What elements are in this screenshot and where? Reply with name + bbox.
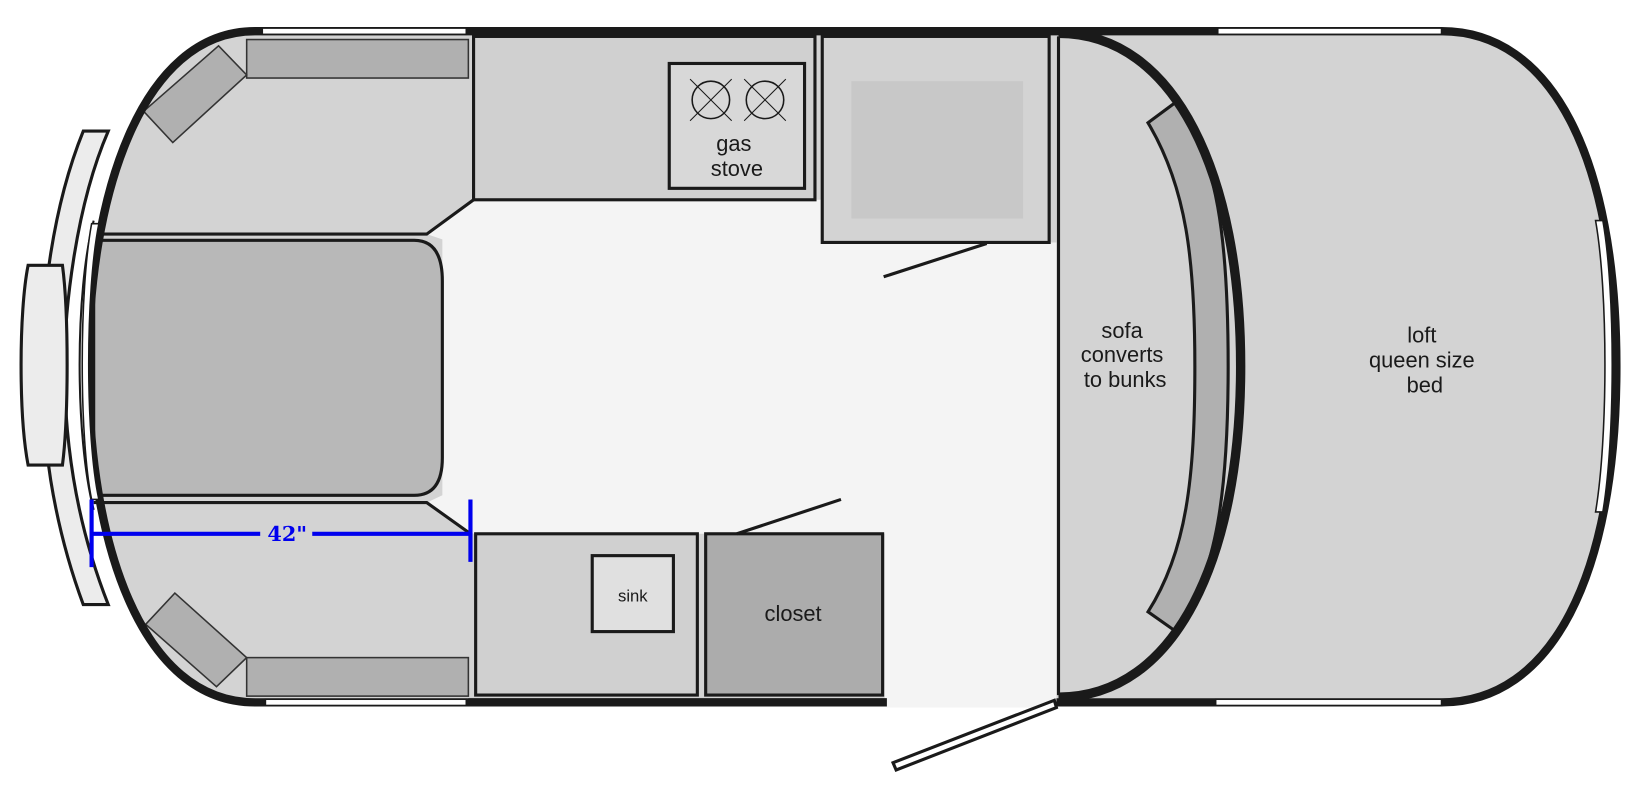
loft-edge bbox=[1058, 28, 1246, 702]
window bbox=[264, 698, 468, 707]
sink bbox=[590, 554, 675, 634]
windows bbox=[81, 27, 1614, 707]
window bbox=[1594, 219, 1614, 513]
closet-label: closet bbox=[765, 601, 822, 626]
closet-door-swing bbox=[736, 497, 842, 536]
entry-door[interactable] bbox=[890, 698, 1059, 772]
cushion-top-corner bbox=[142, 44, 248, 144]
gas-stove bbox=[667, 61, 807, 190]
dinette-bench-bottom bbox=[93, 501, 472, 536]
burner-icon bbox=[689, 78, 733, 122]
cushion-bottom-corner bbox=[144, 592, 248, 688]
fridge-inner bbox=[851, 81, 1024, 219]
stove-label: gas stove bbox=[711, 131, 763, 181]
width-dimension: 42" bbox=[89, 499, 473, 568]
closet bbox=[704, 532, 885, 697]
burner-icon bbox=[743, 78, 787, 122]
door-opening bbox=[886, 697, 1057, 708]
window bbox=[1216, 27, 1443, 36]
cabinet-door-swing bbox=[883, 241, 988, 279]
window bbox=[1214, 698, 1443, 707]
front-bed bbox=[92, 238, 444, 497]
cushion-bottom bbox=[245, 656, 470, 697]
sofa-label: sofa converts to bunks bbox=[1081, 318, 1170, 392]
cushion-top bbox=[245, 38, 470, 79]
sink-label: sink bbox=[618, 586, 648, 605]
aisle-floor bbox=[426, 199, 1057, 701]
bed-label: loft queen size bed bbox=[1369, 322, 1481, 397]
dimension-label: 42" bbox=[267, 521, 307, 546]
window bbox=[261, 27, 468, 36]
